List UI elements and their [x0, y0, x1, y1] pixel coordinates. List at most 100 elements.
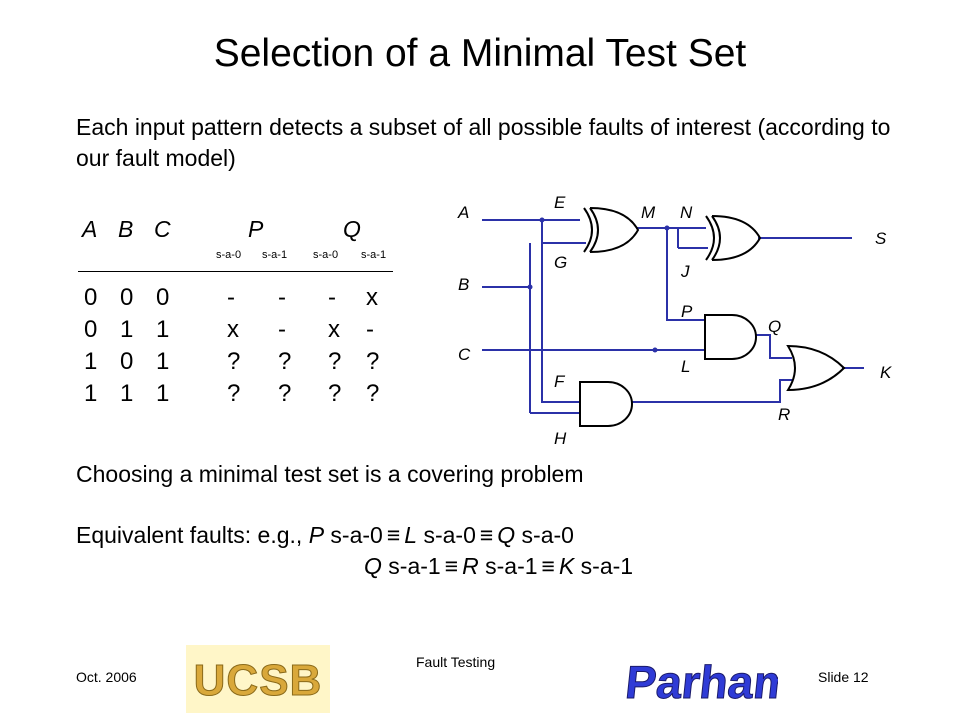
- equivalence-symbol: ≡: [541, 553, 555, 579]
- table-cell: 1: [84, 348, 98, 375]
- signal-name: Q: [364, 553, 382, 579]
- label-r: R: [778, 405, 790, 424]
- header-c: C: [154, 216, 171, 242]
- label-s: S: [875, 229, 887, 248]
- table-cell: 1: [156, 380, 170, 407]
- xor-gate-1: [583, 207, 640, 253]
- table-cell: 1: [156, 348, 170, 375]
- junction-m: [664, 225, 670, 231]
- table-cell: 0: [84, 316, 98, 343]
- subheader-q-sa0: s-a-0: [313, 249, 339, 261]
- table-cell: 0: [120, 348, 134, 375]
- table-cell: x: [227, 316, 239, 343]
- equivalent-line-2: Q s-a-1≡R s-a-1≡K s-a-1: [364, 551, 633, 582]
- fault-type: s-a-1: [478, 553, 538, 579]
- table-cell: -: [227, 284, 235, 311]
- table-cell: 0: [156, 284, 170, 311]
- footer-topic: Fault Testing: [416, 654, 496, 670]
- signal-name: Q: [497, 522, 516, 548]
- table-cell: ?: [366, 348, 380, 375]
- label-n: N: [680, 203, 693, 222]
- junction-a: [539, 217, 545, 223]
- label-m: M: [641, 203, 656, 222]
- label-h: H: [554, 429, 567, 448]
- junction-dots: [527, 217, 670, 353]
- circuit-diagram: A B C E G M N J S P Q L F H R K: [457, 193, 892, 448]
- table-cell: -: [366, 316, 374, 343]
- label-j: J: [680, 262, 690, 281]
- footer-slide: Slide 12: [818, 669, 869, 685]
- wire-r: [632, 379, 792, 403]
- and-gate-2: [579, 381, 633, 427]
- junction-c: [652, 347, 658, 353]
- wire-e: [541, 220, 586, 244]
- circuit-wires: [482, 219, 864, 414]
- table-cell: ?: [328, 380, 342, 407]
- footer-date: Oct. 2006: [76, 669, 137, 685]
- label-q: Q: [768, 317, 781, 336]
- table-cell: 1: [120, 380, 134, 407]
- table-cell: ?: [278, 380, 292, 407]
- table-cell: ?: [366, 380, 380, 407]
- equivalent-line-1: Equivalent faults: e.g., P s-a-0≡L s-a-0…: [76, 520, 574, 551]
- subheader-q-sa1: s-a-1: [361, 249, 387, 261]
- signal-name: L: [404, 522, 418, 548]
- table-cell: ?: [227, 348, 241, 375]
- ucsb-logo: UCSB: [186, 645, 330, 713]
- slide-title: Selection of a Minimal Test Set: [213, 32, 747, 75]
- equivalence-symbol: ≡: [444, 553, 459, 579]
- equivalent-chain-1: P s-a-0≡L s-a-0≡Q s-a-0: [309, 522, 574, 548]
- wire-p: [666, 228, 705, 321]
- header-b: B: [118, 216, 134, 242]
- xor-gate-2: [705, 215, 762, 261]
- junction-b: [527, 284, 533, 290]
- signal-name: P: [308, 522, 325, 548]
- signal-name: R: [462, 553, 479, 579]
- parhami-logo: B Parhami: [618, 656, 778, 709]
- header-q: Q: [343, 216, 361, 242]
- table-cell: x: [328, 316, 340, 343]
- subheader-p-sa1: s-a-1: [262, 249, 288, 261]
- label-f: F: [554, 372, 566, 391]
- fault-type: s-a-1: [381, 553, 441, 579]
- fault-type: s-a-0: [417, 522, 476, 548]
- signal-name: K: [558, 553, 575, 579]
- intro-text: Each input pattern detects a subset of a…: [76, 114, 891, 171]
- equivalence-symbol: ≡: [479, 522, 494, 548]
- table-cell: 1: [84, 380, 98, 407]
- equivalent-lead: Equivalent faults: e.g.,: [76, 522, 303, 548]
- wire-q: [756, 334, 792, 359]
- table-cell: -: [278, 284, 286, 311]
- fault-type: s-a-1: [574, 553, 634, 579]
- covering-text: Choosing a minimal test set is a coverin…: [76, 461, 584, 487]
- label-l: L: [681, 357, 690, 376]
- label-c: C: [458, 345, 471, 364]
- and-gate-1: [704, 314, 757, 360]
- table-cell: ?: [328, 348, 342, 375]
- or-gate: [786, 344, 846, 392]
- svg-text:UCSB: UCSB: [194, 656, 323, 705]
- table-rule: [78, 271, 393, 272]
- table-cell: x: [366, 284, 378, 311]
- table-cell: 1: [156, 316, 170, 343]
- table-cell: ?: [278, 348, 292, 375]
- label-e: E: [554, 193, 566, 212]
- header-p: P: [248, 216, 264, 242]
- equivalent-chain-2: Q s-a-1≡R s-a-1≡K s-a-1: [364, 553, 633, 579]
- table-cell: 0: [84, 284, 98, 311]
- label-a: A: [457, 203, 469, 222]
- wire-e-to-and2: [541, 220, 580, 403]
- table-cell: ?: [227, 380, 241, 407]
- header-a: A: [82, 216, 98, 242]
- label-g: G: [554, 253, 567, 272]
- fault-type: s-a-0: [515, 522, 574, 548]
- table-cell: -: [278, 316, 286, 343]
- table-cell: 0: [120, 284, 134, 311]
- equivalence-symbol: ≡: [386, 522, 401, 548]
- fault-type: s-a-0: [324, 522, 383, 548]
- table-cell: 1: [120, 316, 134, 343]
- table-cell: -: [328, 284, 336, 311]
- subheader-p-sa0: s-a-0: [216, 249, 242, 261]
- svg-text:B Parhami: B Parhami: [618, 656, 778, 708]
- label-k: K: [880, 363, 892, 382]
